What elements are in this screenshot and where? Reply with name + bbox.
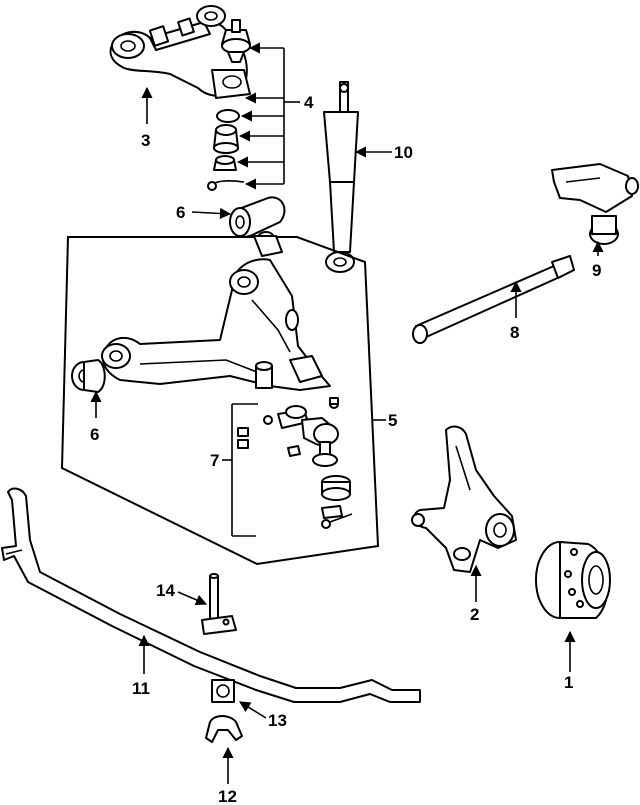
callout-9: 9	[592, 261, 601, 280]
callout-11: 11	[132, 679, 150, 698]
callout-7: 7	[210, 451, 219, 470]
stabilizer-bracket	[205, 715, 243, 743]
callout-3: 3	[141, 131, 150, 150]
callout-6-upper: 6	[176, 203, 185, 222]
stabilizer-link	[201, 573, 237, 635]
upper-control-arm	[109, 5, 251, 99]
cotter-pin-upper	[207, 180, 245, 191]
steering-knuckle	[411, 425, 517, 573]
control-arm-bushing-lower	[71, 359, 106, 393]
callout-6-lower: 6	[90, 425, 99, 444]
lower-control-arm	[101, 231, 331, 391]
callout-8: 8	[510, 323, 519, 342]
callout-14: 14	[156, 581, 175, 600]
lower-arm-assembly-box	[60, 236, 380, 566]
ball-joint-boot	[213, 124, 239, 154]
callout-13: 13	[268, 711, 287, 730]
callout-1: 1	[564, 673, 573, 692]
callout-2: 2	[470, 605, 479, 624]
stabilizer-bushing	[211, 679, 235, 703]
lower-ball-joint	[263, 397, 339, 467]
stabilizer-bar	[1, 487, 421, 703]
callout-10: 10	[394, 143, 413, 162]
callout-labels: 1 2 3 4 5 6 6 7 8 9 10 11 12 13 14	[90, 93, 601, 805]
callout-5: 5	[388, 411, 397, 430]
control-arm-bushing-upper	[229, 196, 286, 238]
castle-nut-upper	[213, 155, 237, 171]
callout-12: 12	[218, 787, 237, 805]
torsion-bar	[412, 255, 575, 344]
retaining-ring	[216, 109, 240, 123]
grease-fitting	[237, 427, 301, 457]
callout-4: 4	[304, 93, 314, 112]
lower-boot	[321, 475, 351, 501]
castle-nut-lower	[321, 505, 343, 519]
shock-absorber	[323, 81, 359, 273]
torsion-bar-bracket	[551, 163, 639, 245]
hub-bearing-assembly	[535, 541, 611, 619]
upper-ball-joint	[221, 19, 251, 63]
leader-lines	[90, 42, 604, 784]
bumper-stop	[255, 361, 273, 389]
cotter-pin-lower	[321, 513, 353, 529]
